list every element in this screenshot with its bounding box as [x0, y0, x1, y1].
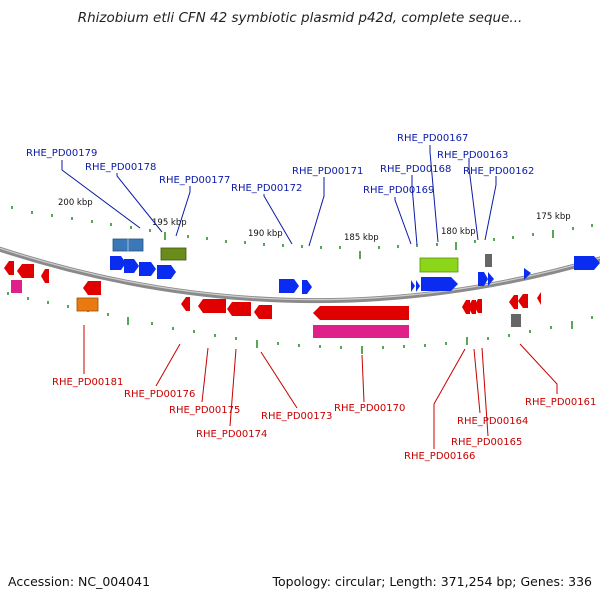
gene-label-rhe-pd00176[interactable]: RHE_PD00176 — [124, 389, 195, 400]
gene-feature-reverse-17[interactable] — [537, 292, 541, 305]
forward-gene-labels: RHE_PD00179 RHE_PD00178 RHE_PD00177 RHE_… — [26, 133, 534, 196]
gene-label-rhe-pd00175[interactable]: RHE_PD00175 — [169, 405, 240, 416]
gene-label-rhe-pd00169[interactable]: RHE_PD00169 — [363, 185, 434, 196]
gene-feature-rhe-pd00175[interactable] — [198, 299, 226, 313]
scale-label-190kbp: 190 kbp — [248, 229, 283, 239]
gene-label-rhe-pd00161[interactable]: RHE_PD00161 — [525, 397, 596, 408]
gene-feature-forward-3[interactable] — [139, 262, 156, 276]
gene-feature-rhe-pd00169[interactable] — [411, 280, 415, 292]
scale-label-180kbp: 180 kbp — [441, 227, 476, 237]
gene-feature-forward-13[interactable] — [524, 268, 531, 280]
gene-feature-rhe-pd00173[interactable] — [254, 305, 272, 319]
gene-feature-rhe-pd00166[interactable] — [462, 300, 470, 314]
gene-feature-rhe-pd00163[interactable] — [485, 254, 492, 267]
reverse-gene-labels: RHE_PD00181 RHE_PD00176 RHE_PD00175 RHE_… — [52, 377, 596, 462]
gene-feature-gray-right[interactable] — [511, 314, 521, 327]
gene-feature-reverse-2[interactable] — [17, 264, 34, 278]
scale-label-175kbp: 175 kbp — [536, 212, 571, 222]
gene-feature-rhe-pd00167[interactable] — [419, 257, 459, 273]
gene-feature-rhe-pd00169b[interactable] — [416, 280, 420, 292]
gene-feature-rhe-pd00161[interactable] — [509, 295, 518, 309]
map-title: Rhizobium etli CFN 42 symbiotic plasmid … — [77, 10, 523, 26]
gene-label-rhe-pd00178[interactable]: RHE_PD00178 — [85, 162, 156, 173]
gene-feature-forward-4[interactable] — [157, 265, 176, 279]
gene-feature-forward-12[interactable] — [488, 272, 494, 286]
gene-feature-reverse-4[interactable] — [83, 281, 101, 295]
gene-label-rhe-pd00168[interactable]: RHE_PD00168 — [380, 164, 451, 175]
gene-feature-rhe-pd00174[interactable] — [227, 302, 251, 316]
gene-feature-rhe-pd00165[interactable] — [474, 299, 482, 313]
gene-label-rhe-pd00172[interactable]: RHE_PD00172 — [231, 183, 302, 194]
gene-feature-rhe-pd00168[interactable] — [421, 277, 458, 291]
plasmid-backbone-highlight — [0, 247, 600, 301]
gene-label-rhe-pd00174[interactable]: RHE_PD00174 — [196, 429, 267, 440]
gene-feature-rhe-pd00164[interactable] — [468, 300, 476, 314]
plasmid-backbone — [0, 246, 600, 304]
gene-label-rhe-pd00164[interactable]: RHE_PD00164 — [457, 416, 528, 427]
gene-feature-rhe-pd00176[interactable] — [181, 297, 190, 311]
gene-feature-forward-14[interactable] — [574, 256, 600, 270]
forward-leader-lines — [61, 145, 497, 247]
accession-text: Accession: NC_004041 — [8, 574, 151, 589]
gene-label-rhe-pd00177[interactable]: RHE_PD00177 — [159, 175, 230, 186]
scale-label-185kbp: 185 kbp — [344, 233, 379, 243]
gene-label-rhe-pd00162[interactable]: RHE_PD00162 — [463, 166, 534, 177]
reverse-strand-features — [4, 261, 541, 338]
gene-label-rhe-pd00170[interactable]: RHE_PD00170 — [334, 403, 405, 414]
gene-feature-reverse-1[interactable] — [4, 261, 14, 275]
gene-feature-rhe-pd00177[interactable] — [160, 247, 187, 261]
gene-label-rhe-pd00165[interactable]: RHE_PD00165 — [451, 437, 522, 448]
gene-feature-rhe-pd00170[interactable] — [313, 306, 409, 320]
outer-tick-row — [11, 206, 593, 259]
gene-label-rhe-pd00181[interactable]: RHE_PD00181 — [52, 377, 123, 388]
gene-label-rhe-pd00179[interactable]: RHE_PD00179 — [26, 148, 97, 159]
gene-label-rhe-pd00163[interactable]: RHE_PD00163 — [437, 150, 508, 161]
scale-label-195kbp: 195 kbp — [152, 218, 187, 228]
gene-feature-rhe-pd00181[interactable] — [76, 297, 99, 312]
gene-label-rhe-pd00173[interactable]: RHE_PD00173 — [261, 411, 332, 422]
gene-feature-forward-2[interactable] — [124, 259, 139, 273]
gene-label-rhe-pd00171[interactable]: RHE_PD00171 — [292, 166, 363, 177]
gene-label-rhe-pd00167[interactable]: RHE_PD00167 — [397, 133, 468, 144]
gene-feature-rhe-pd00178[interactable] — [110, 256, 126, 270]
gene-feature-rhe-pd00171[interactable] — [302, 280, 312, 294]
gene-feature-reverse-16[interactable] — [518, 294, 528, 308]
gene-feature-magenta-center[interactable] — [313, 325, 409, 338]
scale-label-200kbp: 200 kbp — [58, 198, 93, 208]
forward-strand-features — [110, 238, 600, 294]
gene-feature-reverse-3[interactable] — [41, 269, 49, 283]
gene-feature-rhe-pd00172[interactable] — [279, 279, 299, 293]
gene-label-rhe-pd00166[interactable]: RHE_PD00166 — [404, 451, 475, 462]
reverse-leader-lines — [83, 325, 558, 449]
gene-feature-rhe-pd00162[interactable] — [478, 272, 488, 286]
topology-summary-text: Topology: circular; Length: 371,254 bp; … — [272, 574, 593, 589]
gene-feature-magenta-left[interactable] — [11, 280, 22, 293]
